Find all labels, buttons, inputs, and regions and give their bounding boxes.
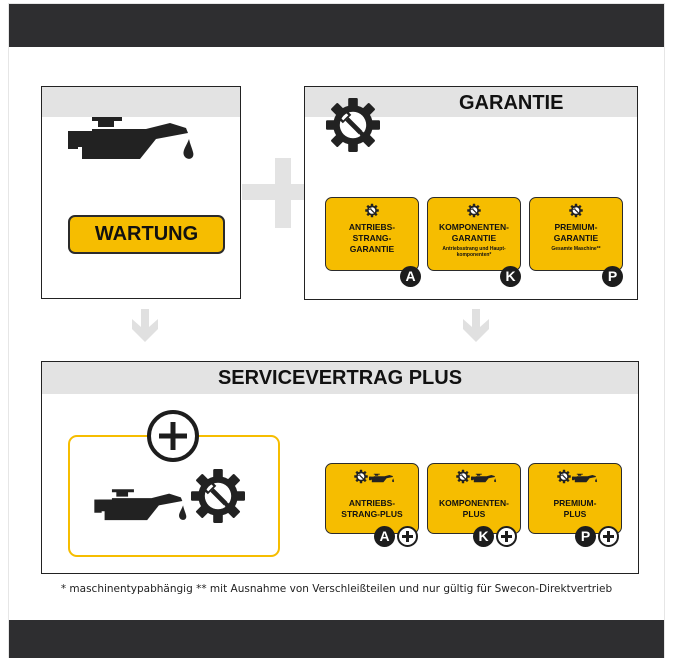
card-title: KOMPONENTEN- PLUS	[439, 498, 509, 519]
badge-k: K	[473, 526, 494, 547]
oil-can-icon	[94, 479, 190, 523]
card-subtitle: Gesamte Maschine**	[551, 246, 601, 252]
gear-wrench-icon	[557, 469, 572, 484]
garantie-title: GARANTIE	[459, 92, 564, 114]
badge-k: K	[500, 266, 521, 287]
servicevertrag-title: SERVICEVERTRAG PLUS	[217, 367, 463, 389]
badge-a: A	[400, 266, 421, 287]
gear-wrench-icon	[467, 203, 482, 218]
top-bar	[9, 4, 664, 47]
card-subtitle: Antriebsstrang und Haupt- komponenten*	[442, 246, 506, 258]
arrow-down-icon	[132, 309, 158, 342]
service-card-komponenten: KOMPONENTEN- PLUS	[427, 463, 521, 534]
garantie-card-antriebsstrang: ANTRIEBS- STRANG- GARANTIE	[325, 197, 419, 271]
plus-connector-icon	[242, 158, 322, 228]
plus-badge-icon	[496, 526, 517, 547]
gear-wrench-icon	[188, 466, 248, 526]
gear-wrench-icon	[456, 469, 471, 484]
wartung-box: WARTUNG	[41, 86, 241, 299]
servicevertrag-box: SERVICEVERTRAG PLUS ANTRIEBS- STRANG-PLU…	[41, 361, 639, 574]
card-title: ANTRIEBS- STRANG-PLUS	[341, 498, 403, 519]
garantie-card-komponenten: KOMPONENTEN- GARANTIE Antriebsstrang und…	[427, 197, 521, 271]
wartung-label: WARTUNG	[68, 215, 225, 254]
oil-can-icon	[369, 471, 395, 483]
oil-can-icon	[471, 471, 497, 483]
gear-wrench-icon	[365, 203, 380, 218]
card-title: KOMPONENTEN- GARANTIE	[439, 222, 509, 243]
card-title: PREMIUM- GARANTIE	[553, 222, 599, 243]
arrow-down-icon	[463, 309, 489, 342]
plus-badge-icon	[598, 526, 619, 547]
service-card-premium: PREMIUM- PLUS	[528, 463, 622, 534]
service-card-antriebsstrang: ANTRIEBS- STRANG-PLUS	[325, 463, 419, 534]
servicevertrag-band	[42, 362, 638, 394]
garantie-card-premium: PREMIUM- GARANTIE Gesamte Maschine**	[529, 197, 623, 271]
card-title: PREMIUM- PLUS	[553, 498, 597, 519]
badge-a: A	[374, 526, 395, 547]
bottom-bar	[9, 620, 664, 658]
oil-can-icon	[572, 471, 598, 483]
plus-badge-icon	[397, 526, 418, 547]
wartung-band	[42, 87, 240, 117]
badge-p: P	[575, 526, 596, 547]
plus-circle-icon	[147, 410, 199, 462]
badge-p: P	[602, 266, 623, 287]
gear-wrench-icon	[354, 469, 369, 484]
card-title: ANTRIEBS- STRANG- GARANTIE	[348, 222, 396, 254]
garantie-box: GARANTIE ANTRIEBS- STRANG- GARANTIE A KO…	[304, 86, 638, 300]
oil-can-icon	[68, 103, 198, 163]
gear-wrench-icon	[323, 95, 383, 155]
gear-wrench-icon	[569, 203, 584, 218]
footnote: * maschinentypabhängig ** mit Ausnahme v…	[60, 583, 613, 595]
